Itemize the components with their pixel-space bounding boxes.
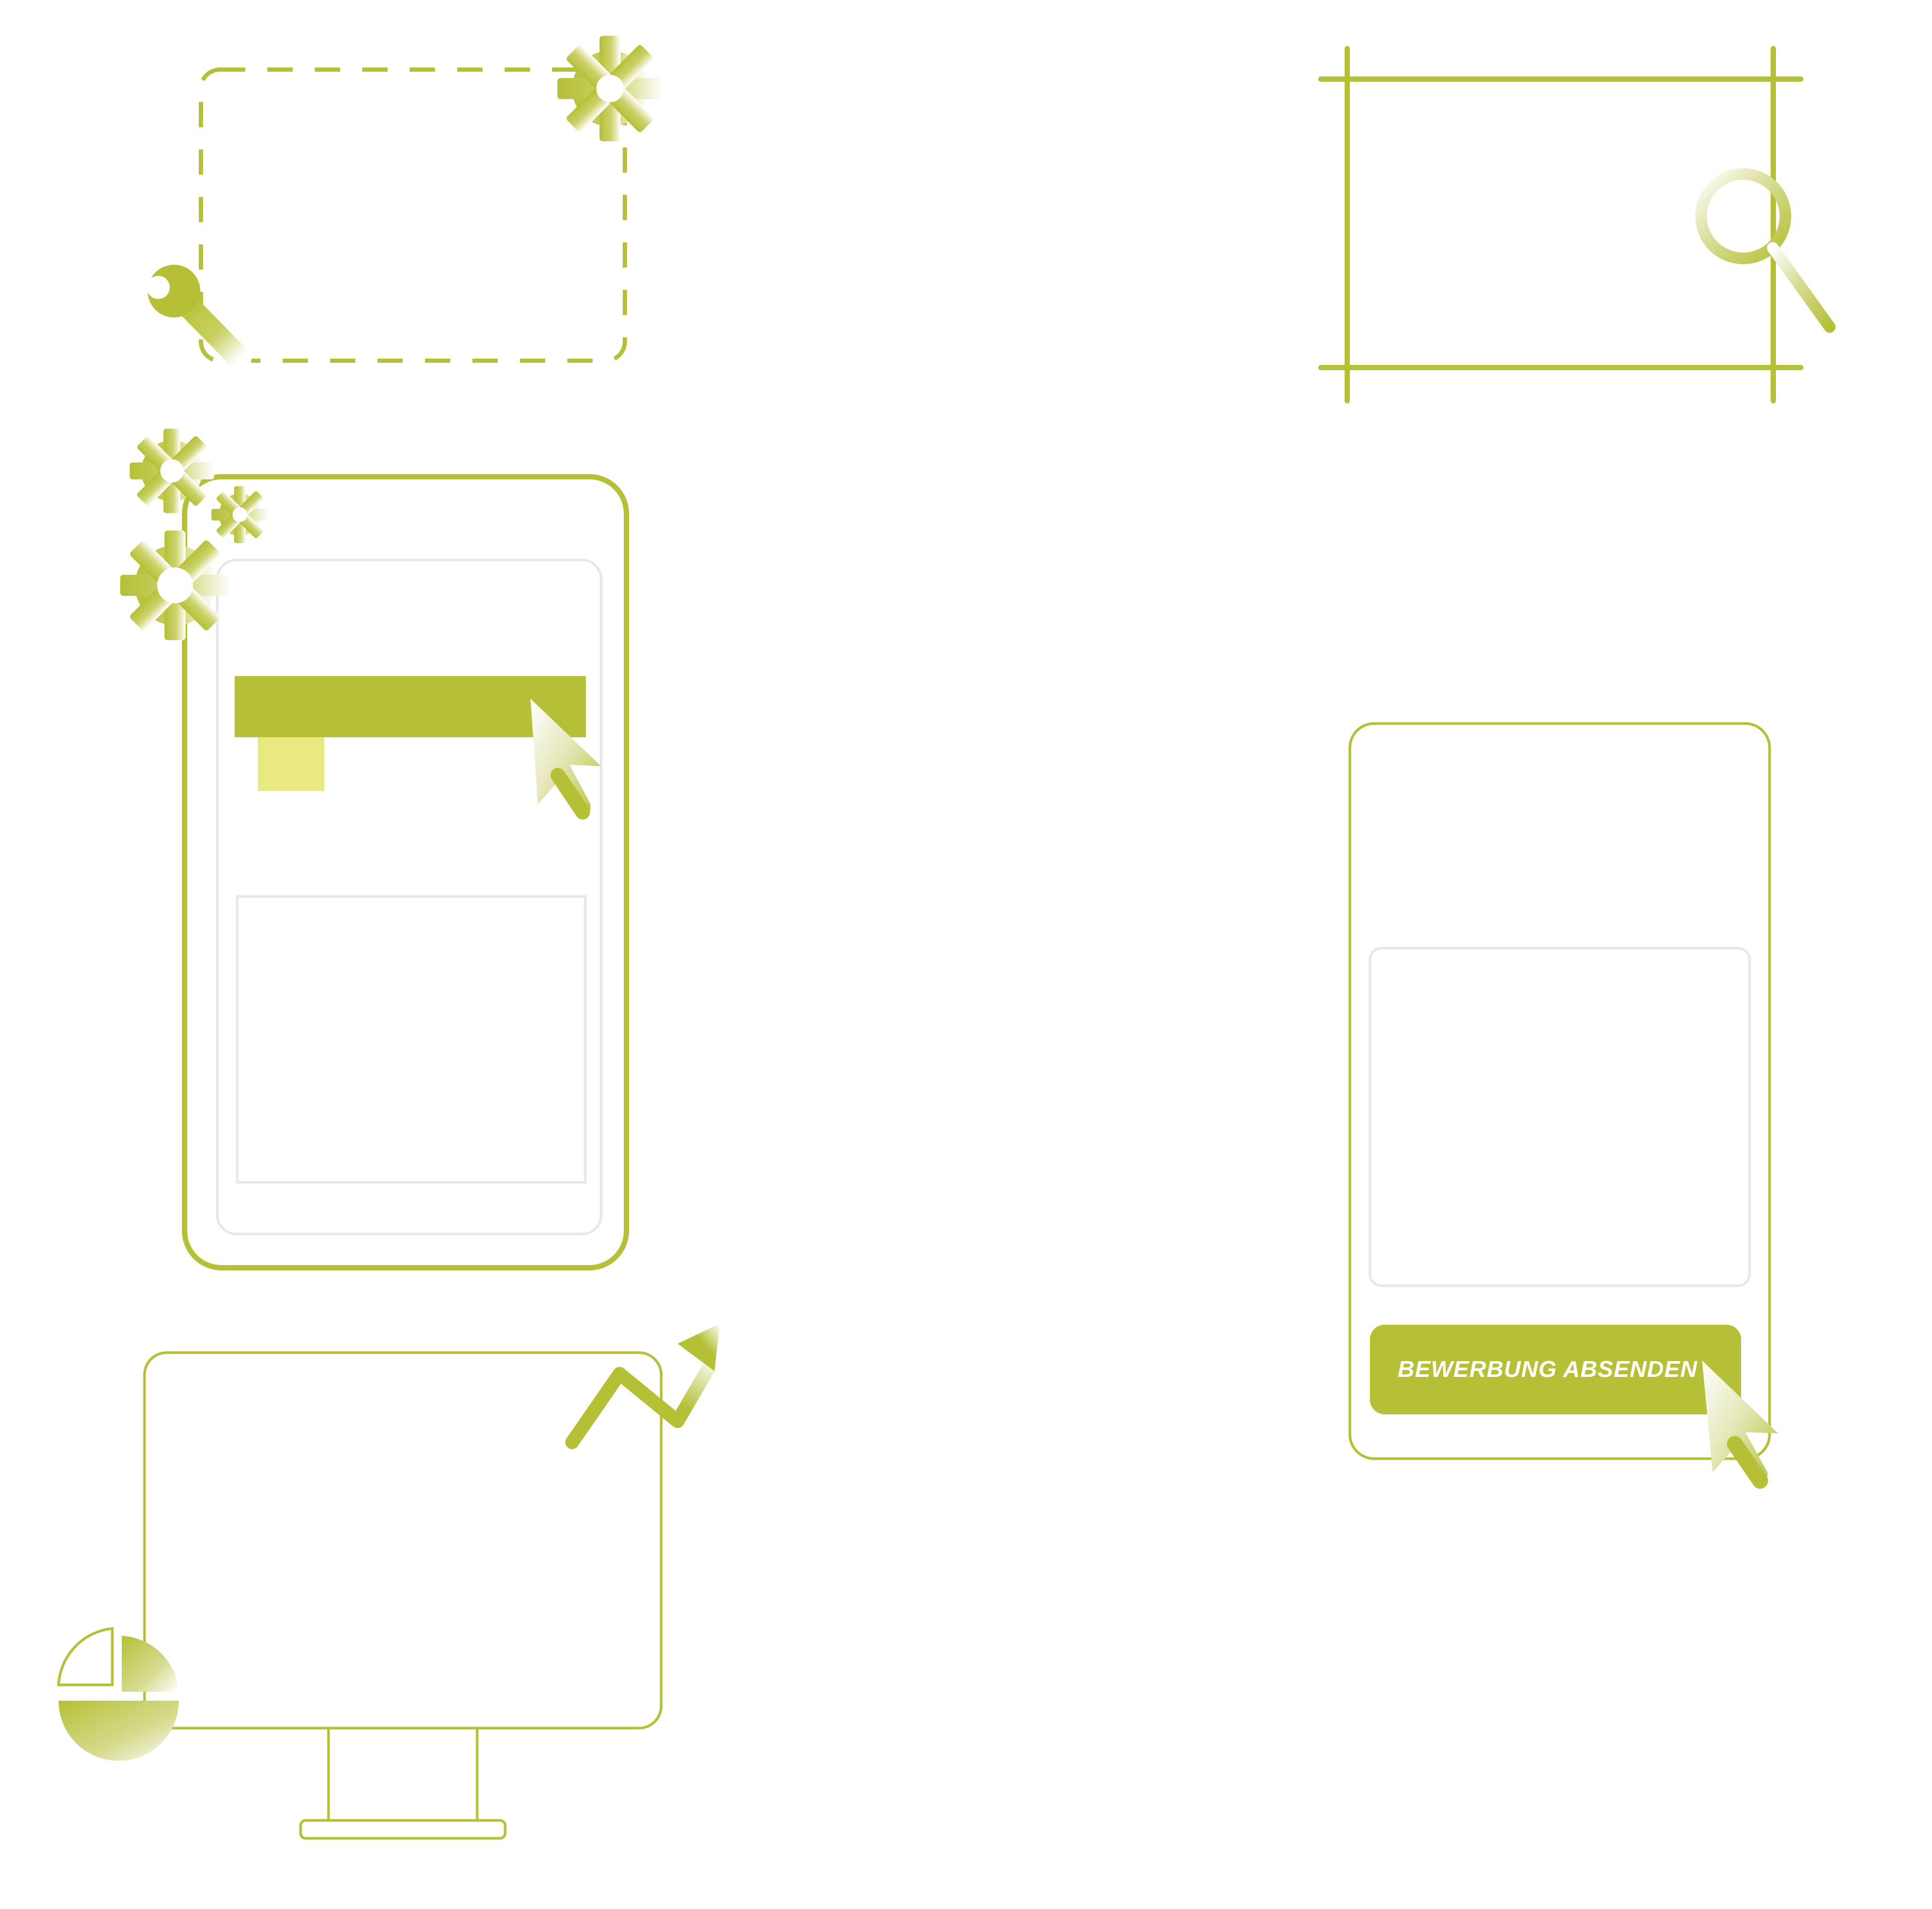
dashed-maintenance-frame xyxy=(199,68,627,363)
trend-arrow-icon xyxy=(565,1324,721,1449)
crop-mark-frame xyxy=(1318,46,1803,403)
gear-icon xyxy=(120,531,230,640)
tablet-menu-dropdown[interactable] xyxy=(258,737,324,791)
wrench-icon xyxy=(138,265,252,370)
submit-button-label: BEWERBUNG ABSENDEN xyxy=(1397,1356,1698,1382)
pie-chart-icon xyxy=(57,1627,179,1761)
magnifier-icon xyxy=(1695,168,1836,333)
form-content-panel xyxy=(1368,947,1751,1287)
tablet-screen-panel xyxy=(216,558,603,1236)
submit-application-button[interactable]: BEWERBUNG ABSENDEN xyxy=(1370,1325,1741,1414)
gear-icon xyxy=(211,486,268,543)
desktop-monitor xyxy=(143,1351,663,1840)
gear-icon xyxy=(130,429,214,513)
tablet-content-box xyxy=(236,895,587,1184)
cursor-icon xyxy=(530,699,601,819)
tablet-menu-bar[interactable] xyxy=(235,676,586,737)
tablet-device xyxy=(182,474,629,1270)
gear-icon xyxy=(557,36,663,141)
phone-device xyxy=(1348,722,1771,1460)
